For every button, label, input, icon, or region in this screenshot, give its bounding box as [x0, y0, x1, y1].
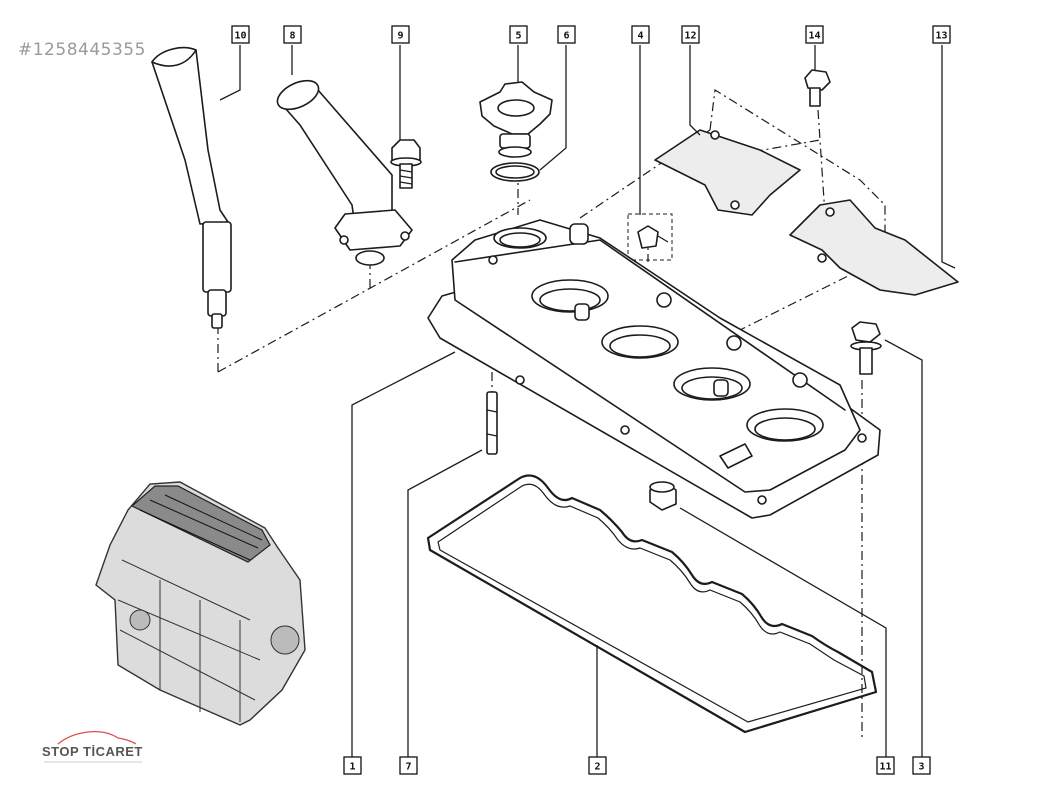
heat-shield-rear — [789, 199, 959, 296]
cover-bolt — [850, 321, 882, 375]
callout-13: 13 — [932, 25, 951, 44]
oil-filler-cap — [479, 81, 553, 158]
svg-text:2: 2 — [594, 762, 600, 773]
svg-text:8: 8 — [289, 31, 295, 42]
svg-text:14: 14 — [808, 31, 820, 42]
callout-1: 1 — [343, 756, 362, 775]
svg-text:10: 10 — [234, 31, 246, 42]
svg-text:12: 12 — [684, 31, 696, 42]
callout-11: 11 — [876, 756, 895, 775]
leader-lines — [219, 45, 956, 758]
svg-text:6: 6 — [563, 31, 569, 42]
car-silhouette-icon — [57, 730, 137, 745]
callout-4: 4 — [631, 25, 650, 44]
svg-text:5: 5 — [515, 31, 521, 42]
svg-text:11: 11 — [879, 762, 891, 773]
svg-text:7: 7 — [405, 762, 411, 773]
callout-9: 9 — [391, 25, 410, 44]
valve-cover — [427, 219, 881, 519]
callout-7: 7 — [399, 756, 418, 775]
dipstick-guide-tube — [151, 46, 232, 329]
callout-10: 10 — [231, 25, 250, 44]
callout-6: 6 — [557, 25, 576, 44]
stud — [486, 391, 498, 455]
callout-8: 8 — [283, 25, 302, 44]
callout-labels: 10 8 9 5 6 4 12 14 13 1 7 2 11 3 — [231, 25, 951, 775]
cap-o-ring — [490, 162, 540, 182]
svg-text:1: 1 — [349, 762, 355, 773]
svg-text:4: 4 — [637, 31, 643, 42]
svg-text:13: 13 — [935, 31, 947, 42]
shield-bolt — [804, 69, 831, 107]
svg-text:9: 9 — [397, 31, 403, 42]
callout-5: 5 — [509, 25, 528, 44]
callout-12: 12 — [681, 25, 700, 44]
callout-2: 2 — [588, 756, 607, 775]
reference-id: #1258445355 — [18, 40, 146, 60]
callout-3: 3 — [912, 756, 931, 775]
plug — [649, 481, 677, 511]
flange-bolt — [390, 139, 422, 189]
valve-cover-gasket — [426, 474, 878, 734]
callout-14: 14 — [805, 25, 824, 44]
watermark-brand: STOP TİCARET — [42, 744, 143, 759]
watermark-logo: STOP TİCARET — [42, 730, 143, 763]
breather-valve — [627, 213, 673, 261]
engine-thumbnail — [95, 481, 306, 726]
heat-shield-front — [654, 129, 801, 216]
oil-filler-neck — [276, 79, 413, 266]
svg-text:3: 3 — [918, 762, 924, 773]
